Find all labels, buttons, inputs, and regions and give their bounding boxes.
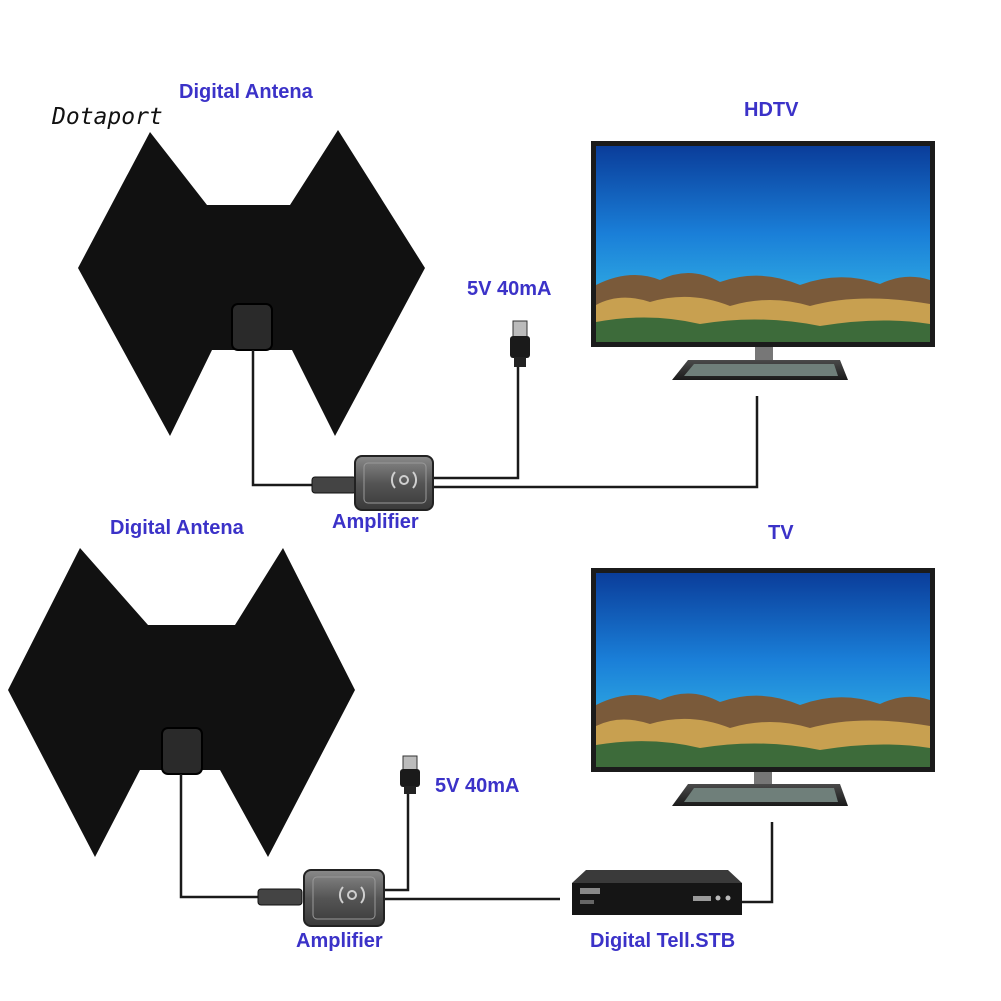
antenna-label: Digital Antena	[179, 81, 314, 103]
power-label: 5V 40mA	[435, 775, 520, 797]
hdtv	[591, 141, 935, 380]
amplifier-label: Amplifier	[296, 930, 383, 952]
antenna-label: Digital Antena	[110, 517, 245, 539]
diagram-top: Digital Antena HDTV 5V 40mA Amplifier	[78, 81, 935, 533]
tv	[591, 568, 935, 806]
usb-plug	[510, 321, 530, 367]
usb-plug	[400, 756, 420, 794]
amplifier-label: Amplifier	[332, 511, 419, 533]
antenna-connector	[232, 304, 272, 350]
set-top-box	[572, 870, 742, 915]
watermark: Dotaport	[52, 104, 163, 130]
antenna-connector	[162, 728, 202, 774]
power-label: 5V 40mA	[467, 278, 552, 300]
usb-cable	[432, 367, 518, 478]
usb-cable	[384, 792, 408, 890]
display-label: TV	[768, 522, 794, 544]
stb-label: Digital Tell.STB	[590, 930, 735, 952]
display-label: HDTV	[744, 99, 799, 121]
amplifier-box	[355, 456, 433, 510]
antenna-panel	[78, 130, 425, 436]
diagram-bottom: Digital Antena TV 5V 40mA Amplifier Digi…	[8, 517, 935, 952]
amplifier-box	[304, 870, 384, 926]
tv-cable	[432, 396, 757, 487]
tv-cable	[742, 822, 772, 902]
coax-plug	[312, 477, 356, 493]
coax-plug	[258, 889, 302, 905]
